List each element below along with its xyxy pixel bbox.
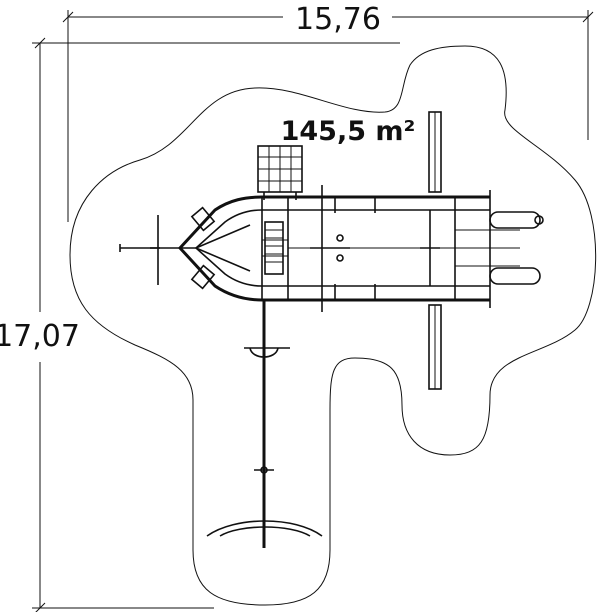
height-label: 17,07: [0, 319, 80, 354]
climbing-net: [257, 145, 303, 200]
stern-rails: [455, 211, 544, 285]
width-label: 15,76: [295, 2, 381, 37]
width-dimension: 15,76: [62, 2, 594, 222]
ship-bow: [119, 206, 251, 290]
area-label: 145,5 m²: [281, 116, 416, 147]
ship-hull: [177, 190, 491, 308]
height-dimension: 17,07: [0, 37, 400, 612]
steering-wheel-left: [310, 185, 350, 312]
slide: [428, 111, 442, 390]
mast-pole: [206, 300, 323, 548]
steering-wheel-right: [420, 210, 440, 286]
ladder: [264, 221, 284, 275]
safety-zone-outline: [69, 45, 597, 606]
